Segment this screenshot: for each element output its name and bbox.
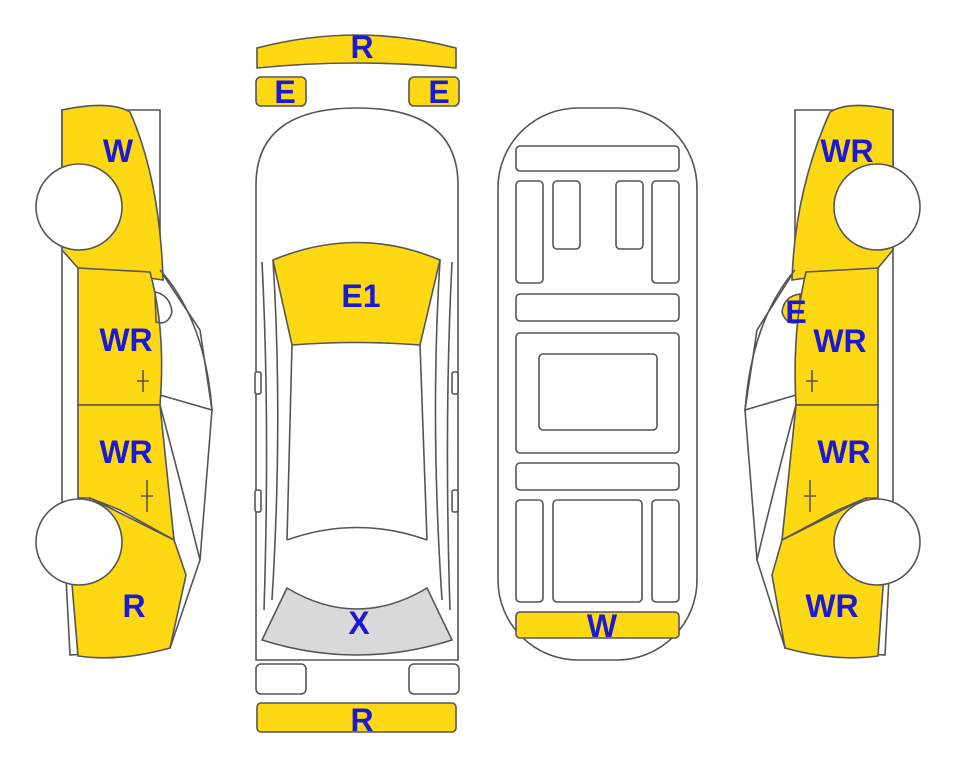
handle-right-top: [451, 489, 459, 513]
taillight-right: [408, 663, 460, 695]
mirror-left-top: [254, 371, 262, 395]
top-view: R E E E1 X R: [254, 29, 460, 738]
under-front-left-rail: [515, 180, 544, 284]
left-front-door-label: WR: [99, 322, 152, 358]
headlight-left-label: E: [274, 74, 295, 110]
under-front-bar: [515, 145, 680, 172]
left-side-window-line: [261, 259, 279, 611]
left-rear-quarter-label: R: [122, 588, 145, 624]
under-rear-right-rail: [651, 499, 680, 603]
left-rear-wheel: [35, 498, 123, 586]
headlight-right-label: E: [428, 74, 449, 110]
underbody-view: W: [497, 107, 698, 661]
rear-window-line: [286, 526, 428, 541]
underbody-outline: [497, 107, 698, 661]
trunk-lid-panel[interactable]: [260, 586, 454, 656]
left-handle-rear: [141, 480, 153, 512]
roof-outline: [286, 344, 428, 541]
under-front-right-rail: [651, 180, 680, 284]
front-bumper-label: R: [350, 29, 373, 65]
left-front-fender-label: W: [103, 133, 134, 169]
right-rear-quarter-label: WR: [805, 588, 858, 624]
right-rear-wheel: [833, 498, 921, 586]
under-front-right-block: [615, 180, 644, 250]
right-front-door-label: WR: [813, 323, 866, 359]
right-front-wheel: [833, 163, 921, 251]
under-front-left-block: [552, 180, 581, 250]
right-window-line: [744, 269, 797, 561]
under-floor-frame: [515, 332, 680, 454]
under-rear-left-rail: [515, 499, 544, 603]
left-mirror: [154, 291, 173, 324]
right-handle-rear: [804, 480, 816, 512]
mirror-right-top: [451, 371, 459, 395]
rear-bumper-panel[interactable]: [256, 702, 457, 733]
right-side-view: WR E WR WR WR: [744, 104, 921, 659]
windshield-label: E1: [341, 278, 380, 314]
car-body-top-outline: [255, 107, 459, 661]
front-bumper-panel[interactable]: [256, 34, 457, 69]
handle-left-top: [254, 489, 262, 513]
under-cross-member-1: [515, 293, 680, 322]
under-floor-center: [538, 353, 658, 431]
under-cross-member-2: [515, 462, 680, 491]
right-front-fender-label: WR: [820, 133, 873, 169]
right-mirror-label: E: [785, 294, 806, 330]
right-rear-door-label: WR: [817, 434, 870, 470]
left-rear-door-label: WR: [99, 434, 152, 470]
headlight-left-panel[interactable]: [255, 76, 307, 107]
right-handle-front: [806, 370, 818, 392]
under-rear-bar-panel[interactable]: [515, 611, 680, 639]
right-side-window-line: [434, 259, 453, 611]
underbody-rear-label: W: [587, 608, 618, 644]
left-handle-front: [137, 370, 149, 392]
taillight-left: [255, 663, 307, 695]
left-side-view: W WR WR R: [35, 104, 213, 659]
left-window-line: [159, 269, 213, 561]
trunk-lid-label: X: [348, 605, 370, 641]
rear-bumper-label: R: [350, 702, 373, 738]
under-rear-center: [552, 499, 643, 603]
left-front-wheel: [35, 163, 123, 251]
headlight-right-panel[interactable]: [408, 76, 460, 107]
right-mirror-panel[interactable]: [781, 293, 801, 324]
